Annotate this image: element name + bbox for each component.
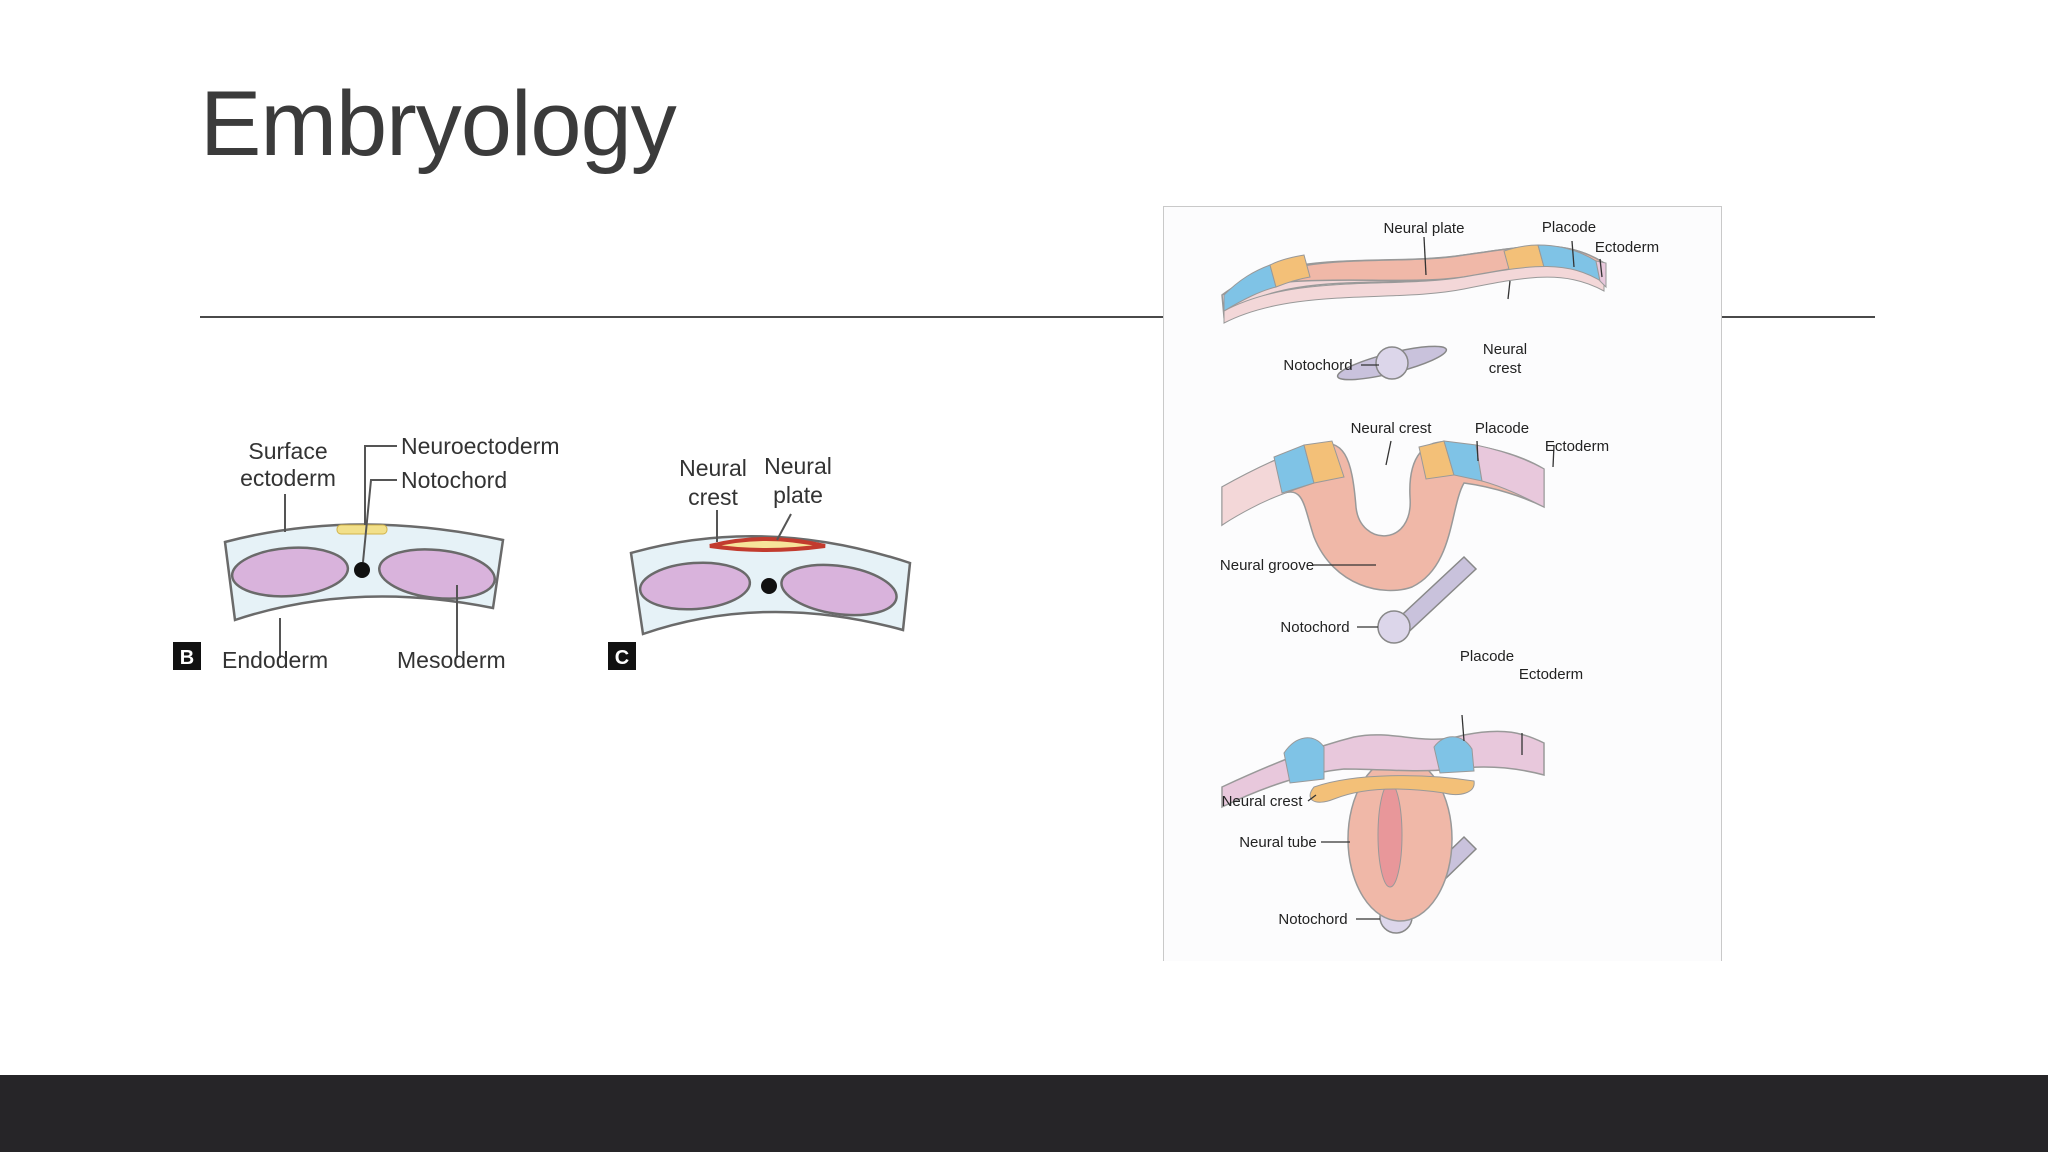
title-divider-right [1663,316,1875,318]
label-ectoderm-1: Ectoderm [1595,239,1659,256]
label-notochord-1: Notochord [1283,357,1352,374]
footer-bar [0,1075,2048,1152]
label-neural-crest-1b: crest [1489,360,1522,377]
title-divider-left [200,316,1216,318]
label-notochord-2: Notochord [1280,619,1349,636]
label-mesoderm: Mesoderm [397,647,506,673]
stage-1-neural-plate: Neural plate Placode Ectoderm Notochord … [1221,219,1659,381]
label-crest-c: crest [688,484,738,510]
label-neural-groove: Neural groove [1220,557,1314,574]
label-plate-c: plate [773,482,823,508]
label-neuroectoderm: Neuroectoderm [401,433,560,459]
label-ectoderm-3: Ectoderm [1519,666,1583,683]
label-neural-crest-3: Neural crest [1222,793,1304,810]
notochord-dot [354,562,370,578]
label-ectoderm: ectoderm [240,465,336,491]
panel-b-letter: B [180,647,194,669]
label-neural-c2: Neural [764,453,832,479]
neural-plate-cross-section-figure: Surface ectoderm Neuroectoderm Notochord… [165,420,925,680]
label-endoderm: Endoderm [222,647,328,673]
label-notochord-3: Notochord [1278,911,1347,928]
label-notochord-b: Notochord [401,467,507,493]
panel-b-badge [173,642,201,670]
label-neural-tube: Neural tube [1239,834,1317,851]
label-ectoderm-2: Ectoderm [1545,438,1609,455]
label-placode-1: Placode [1542,219,1596,236]
label-neural-crest-2: Neural crest [1351,420,1433,437]
neurulation-stages-figure: Neural plate Placode Ectoderm Notochord … [1163,206,1722,961]
page-title: Embryology [200,73,677,175]
label-surface: Surface [248,438,327,464]
label-neural-plate: Neural plate [1384,220,1465,237]
panel-c-letter: C [615,647,629,669]
stage-3-neural-tube: Placode Ectoderm Neural crest Neural tub… [1221,648,1583,934]
label-placode-3: Placode [1460,648,1514,665]
stage-2-neural-groove: Neural crest Placode Ectoderm Neural gro… [1220,420,1609,644]
label-placode-2: Placode [1475,420,1529,437]
label-neural-c1: Neural [679,455,747,481]
label-neural-crest-1a: Neural [1483,341,1527,358]
panel-b: Surface ectoderm Neuroectoderm Notochord… [173,433,560,673]
panel-c-badge [608,642,636,670]
panel-c: Neural crest Neural plate C [608,453,912,670]
